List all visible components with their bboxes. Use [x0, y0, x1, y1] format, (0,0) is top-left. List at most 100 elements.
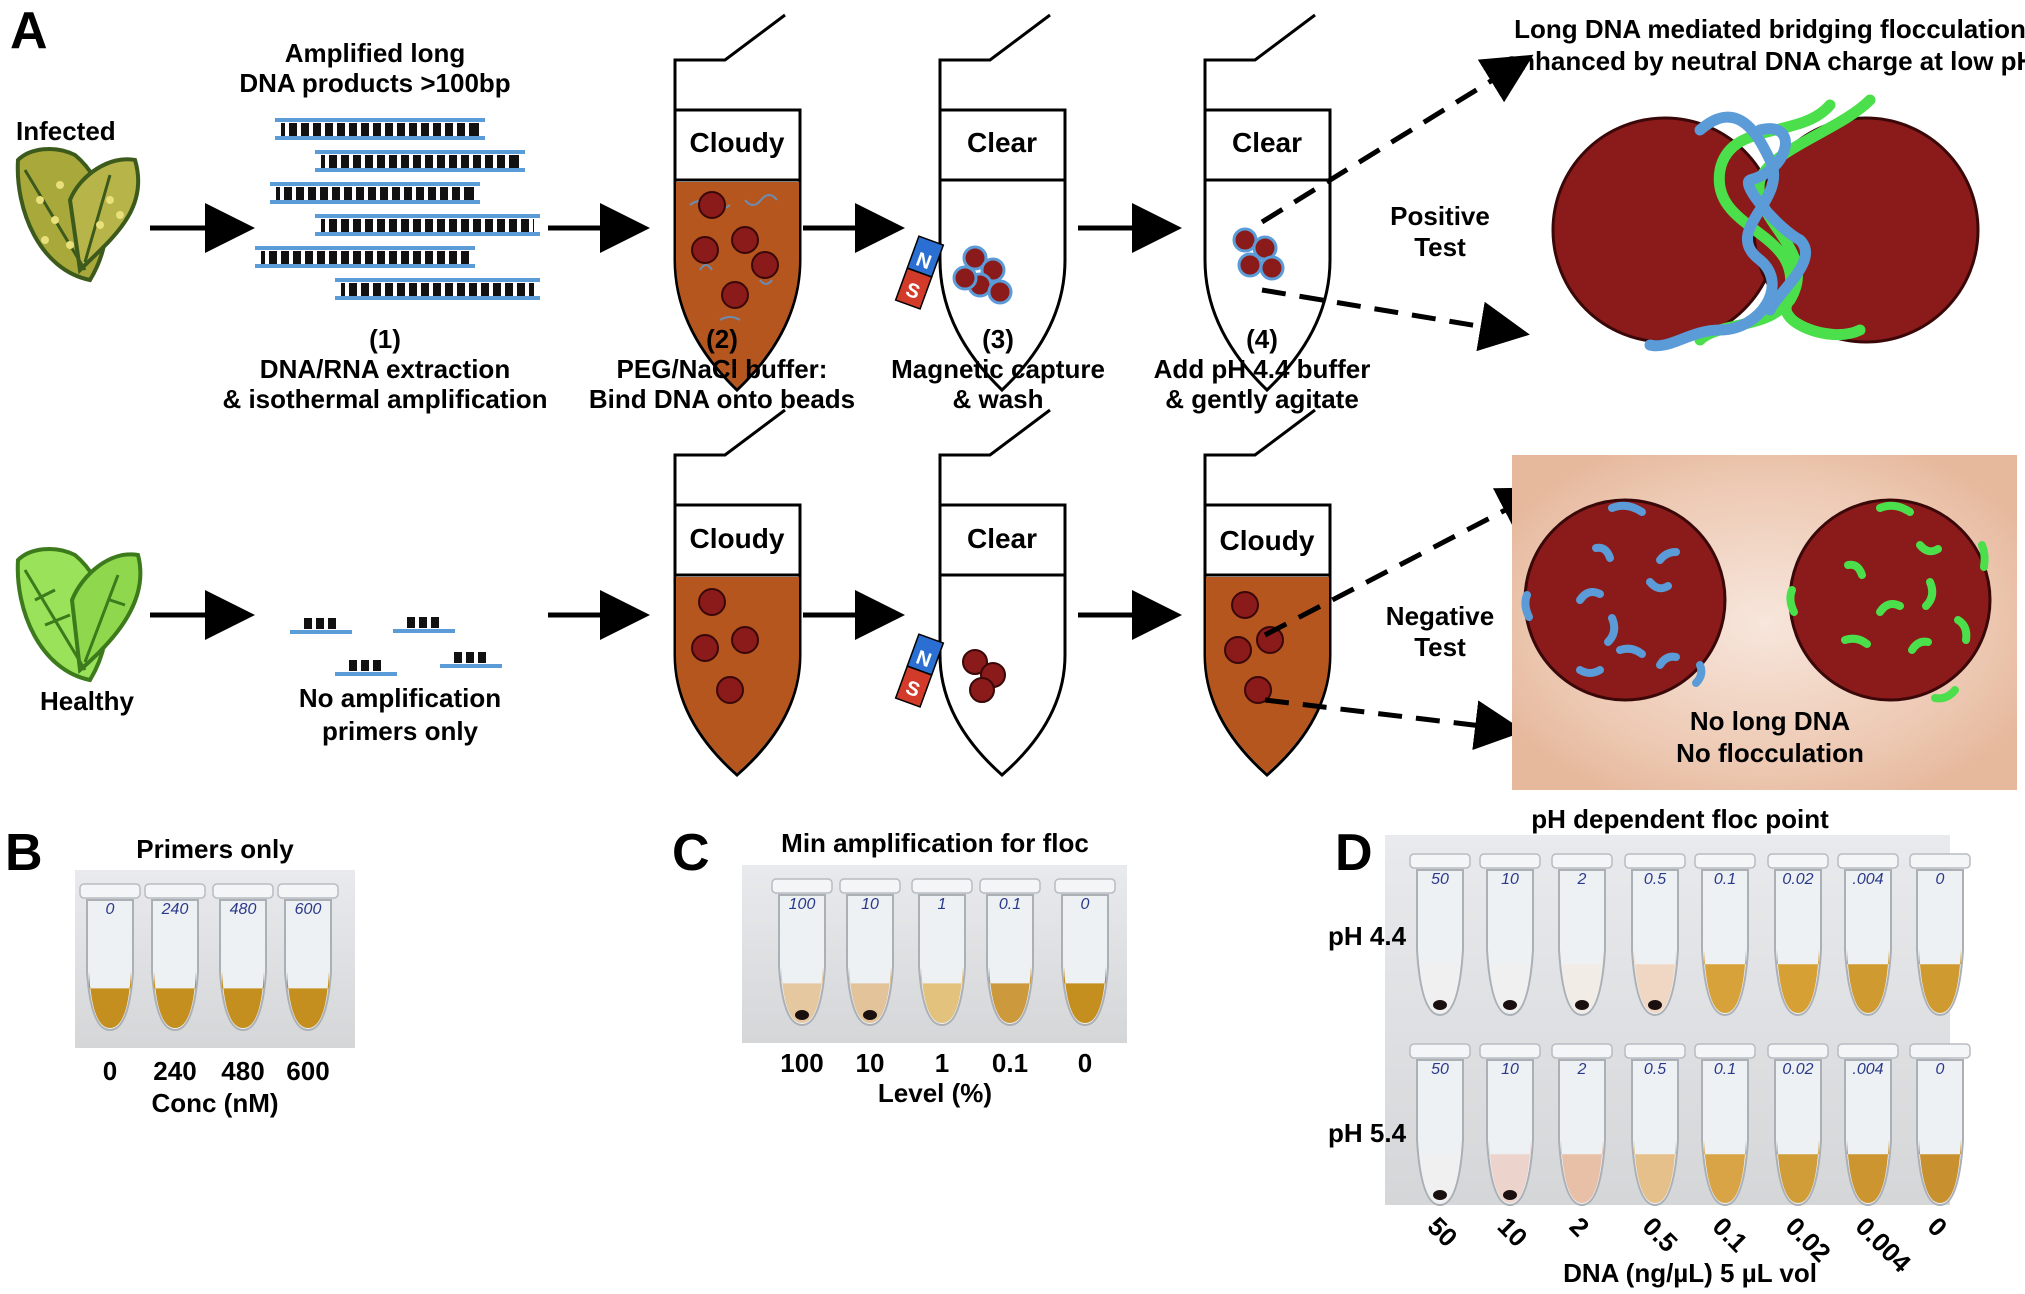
photo-tube: 480: [212, 883, 274, 1032]
dna-strand: [315, 214, 540, 236]
panel-c-tick: 1: [935, 1048, 949, 1078]
photo-tube: 1: [911, 878, 973, 1027]
bridging-line1: Long DNA mediated bridging flocculation: [1514, 14, 2025, 44]
panel-b-letter: B: [5, 824, 43, 882]
dna-strand: [270, 182, 480, 204]
tube-step3-top: Clear: [938, 13, 1067, 393]
panel-d-row-ph54: pH 5.4: [1328, 1118, 1407, 1148]
panel-d-xlabel: DNA (ng/µL) 5 µL vol: [1563, 1258, 1817, 1288]
tube-cap-label: 10: [1501, 1061, 1519, 1078]
step-labels: (1) DNA/RNA extraction & isothermal ampl…: [222, 324, 1370, 414]
step3-line2: & wash: [952, 384, 1043, 414]
photo-tube: 10: [1479, 853, 1541, 1017]
photo-tube: 240: [144, 883, 206, 1032]
photo-tube: 0.5: [1624, 853, 1686, 1017]
tube-cap-label: 2: [1577, 1061, 1587, 1078]
panel-d-tick: 2: [1564, 1211, 1595, 1242]
tube-cap-label: 0.1: [999, 896, 1021, 913]
photo-tube: 0.02: [1767, 1043, 1829, 1207]
dispersed-beads: [1521, 498, 1992, 703]
tube-cap-label: .004: [1852, 1061, 1883, 1078]
panel-d-tick: 10: [1492, 1211, 1534, 1253]
tube-step4-bottom-label: Cloudy: [1220, 525, 1315, 556]
photo-tube: 100: [771, 878, 833, 1027]
tube-step2-bottom-label: Cloudy: [690, 523, 785, 554]
tube-cap-label: 0.02: [1782, 1061, 1813, 1078]
primer-fragment: [440, 652, 502, 668]
tube-cap-label: 50: [1431, 1061, 1449, 1078]
photo-tube: 0.1: [1694, 853, 1756, 1017]
tube-cap-label: 100: [789, 896, 816, 913]
tube-cap-label: .004: [1852, 871, 1883, 888]
tube-cap-label: 0.1: [1714, 871, 1736, 888]
healthy-label: Healthy: [40, 686, 134, 716]
photo-tube: 50: [1409, 1043, 1471, 1207]
infected-leaves-icon: [15, 147, 141, 283]
tube-cap-label: 480: [230, 901, 257, 918]
step1-line1: DNA/RNA extraction: [260, 354, 510, 384]
dashed-arrow-negative-up: [1263, 487, 1549, 638]
tube-cap-label: 0.1: [1714, 1061, 1736, 1078]
panel-b-title: Primers only: [136, 834, 294, 864]
tube-cap-label: 0: [1081, 896, 1090, 913]
no-amp-line1: No amplification: [299, 683, 501, 713]
step4-line2: & gently agitate: [1165, 384, 1359, 414]
tube-cap-label: 0: [1936, 871, 1945, 888]
flocculated-beads: [1551, 94, 1980, 352]
panel-d-tick: 0.004: [1850, 1211, 1918, 1279]
panel-d-tick: 0.1: [1707, 1211, 1754, 1258]
positive-line2: Test: [1414, 232, 1466, 262]
panel-d-tick: 50: [1422, 1211, 1464, 1253]
tube-cap-label: 10: [1501, 871, 1519, 888]
photo-tube: 0.5: [1624, 1043, 1686, 1207]
tube-step4-top: Clear: [1203, 13, 1332, 393]
healthy-leaves-icon: [15, 547, 143, 683]
step2-line2: Bind DNA onto beads: [589, 384, 855, 414]
panel-c-tick: 0: [1078, 1048, 1092, 1078]
step3-num: (3): [982, 324, 1014, 354]
panel-c-xlabel: Level (%): [878, 1078, 992, 1108]
panel-b-tick: 240: [153, 1056, 196, 1086]
dna-strand: [335, 278, 540, 300]
photo-tube: .004: [1837, 1043, 1899, 1207]
panel-a-letter: A: [10, 2, 48, 60]
primer-fragments: [290, 617, 502, 676]
no-long-line2: No flocculation: [1676, 738, 1864, 768]
dashed-arrow-negative-down: [1264, 697, 1525, 751]
tube-step3-bottom-label: Clear: [967, 523, 1037, 554]
photo-tube: 2: [1551, 1043, 1613, 1207]
panel-d-tick: 0.5: [1637, 1211, 1684, 1258]
panel-b-tick: 600: [286, 1056, 329, 1086]
tube-step3-top-label: Clear: [967, 127, 1037, 158]
dna-strand: [315, 150, 525, 172]
photo-tube: 0.1: [1694, 1043, 1756, 1207]
photo-tube: 0: [1909, 1043, 1971, 1207]
dna-strand: [255, 246, 475, 268]
tube-step3-bottom: Clear: [938, 408, 1067, 777]
tube-cap-label: 0: [106, 901, 115, 918]
step3-line1: Magnetic capture: [891, 354, 1105, 384]
panel-b-tick: 480: [221, 1056, 264, 1086]
photo-tube: 0.1: [979, 878, 1041, 1027]
step4-num: (4): [1246, 324, 1278, 354]
photo-tube: 0.02: [1767, 853, 1829, 1017]
bridging-line2: enhanced by neutral DNA charge at low pH: [1505, 46, 2025, 76]
amplified-dna-strands: [255, 118, 540, 300]
negative-line1: Negative: [1386, 601, 1494, 631]
photo-tube: 0: [1054, 878, 1116, 1027]
svg-text:N: N: [913, 248, 934, 274]
panel-b-xlabel: Conc (nM): [151, 1088, 278, 1118]
tube-step4-bottom: Cloudy: [1203, 408, 1332, 777]
photo-tube: 0: [79, 883, 141, 1032]
photo-tube: 10: [1479, 1043, 1541, 1207]
panel-c-title: Min amplification for floc: [781, 828, 1089, 858]
tube-cap-label: 0: [1936, 1061, 1945, 1078]
panel-d-letter: D: [1335, 824, 1373, 882]
panel-c-tick: 100: [780, 1048, 823, 1078]
panel-c-tick: 10: [856, 1048, 885, 1078]
panel-d-row-ph44: pH 4.4: [1328, 921, 1407, 951]
